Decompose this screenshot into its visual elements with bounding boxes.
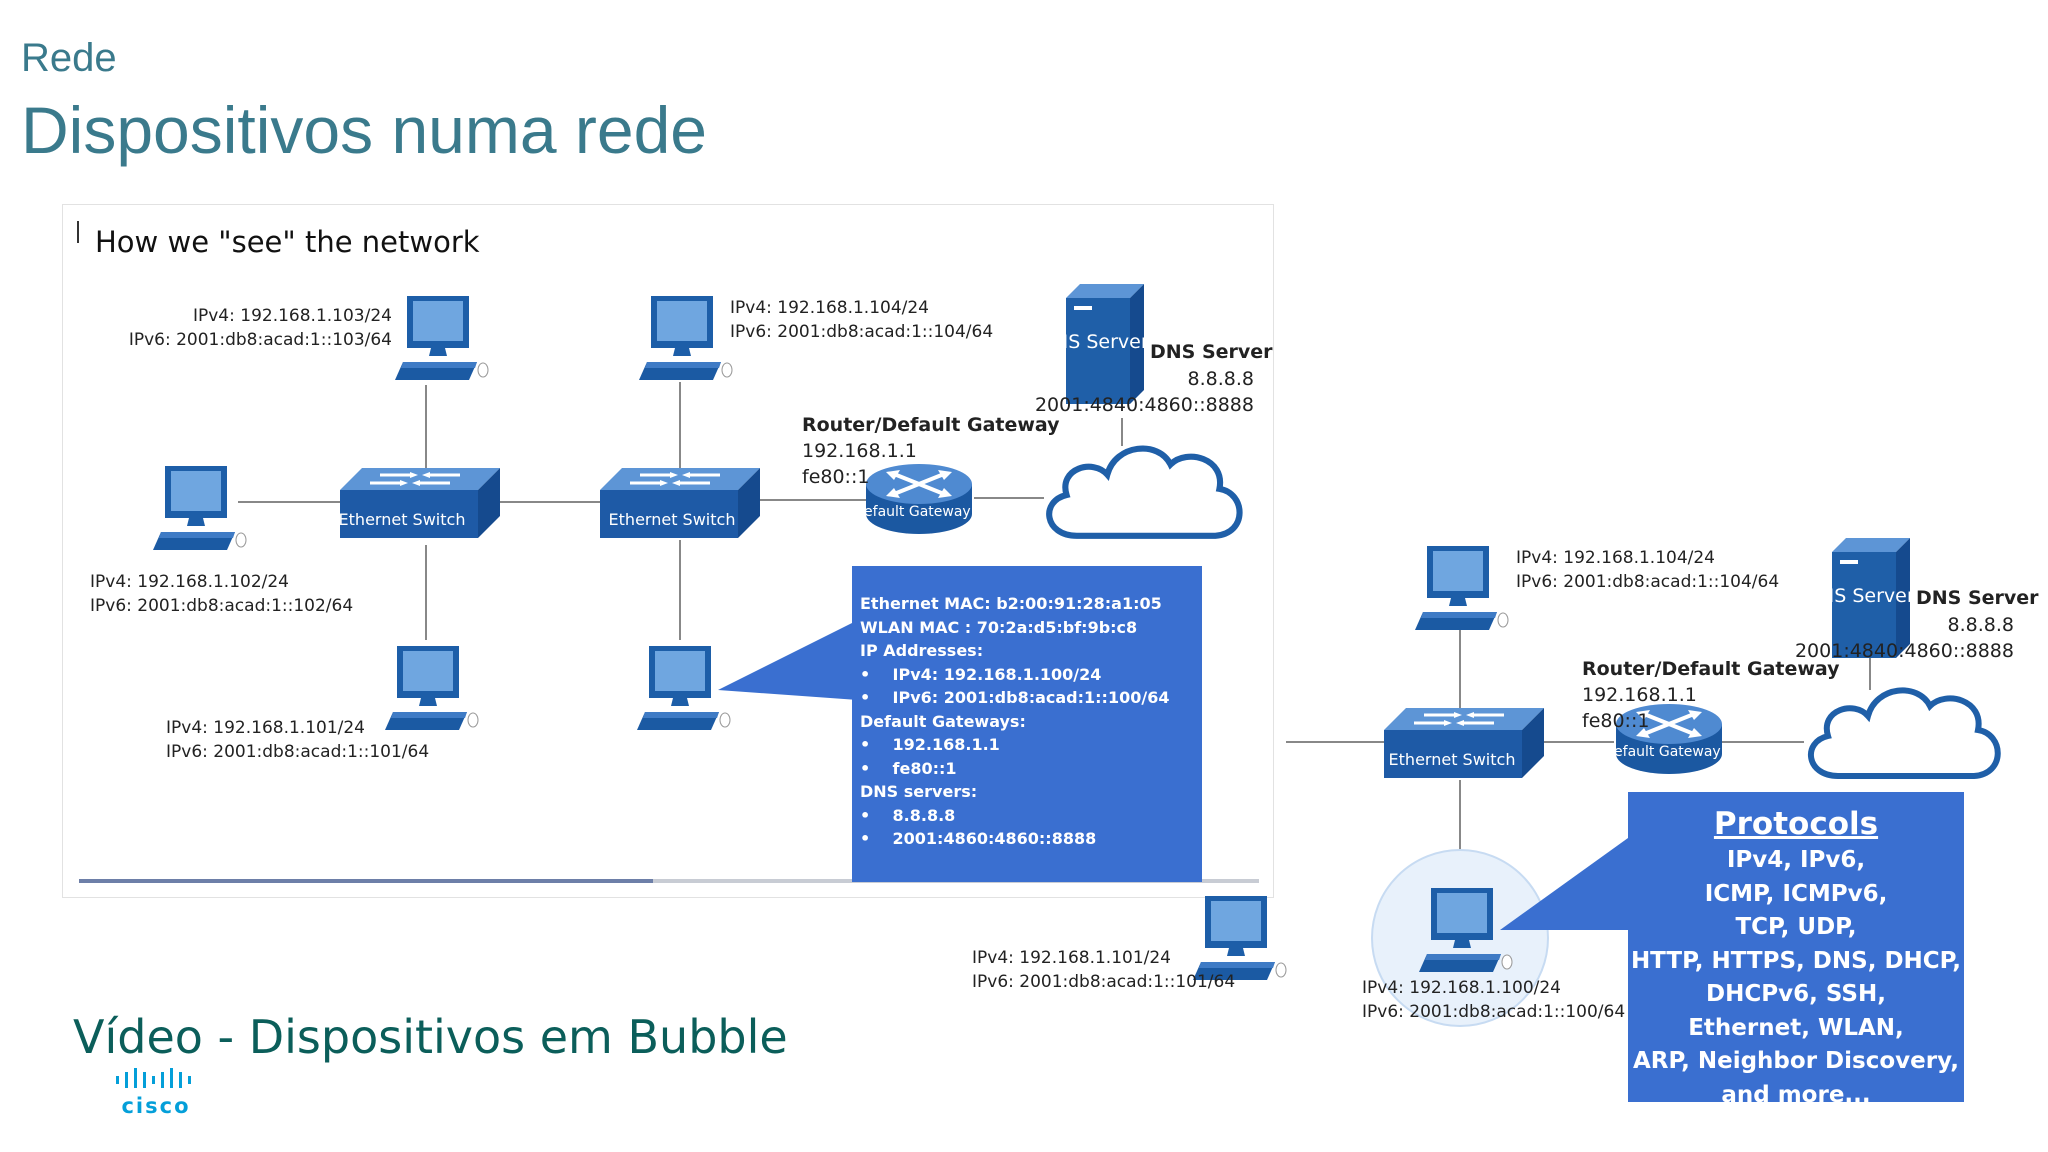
network-diagram-bubble: Ethernet Switch Default Gateway DNS Serv… [1192, 538, 2020, 1027]
protocol-line: Ethernet, WLAN, [1688, 1014, 1904, 1041]
ip-heading: IP Addresses: [860, 641, 984, 660]
dns-labels: 8.8.8.8 2001:4840:4860::8888 [1034, 368, 1254, 416]
cisco-bars-icon [116, 1068, 191, 1088]
pc-icon-104 [638, 295, 733, 381]
router-labels: Router/Default Gateway 192.168.1.1 fe80:… [802, 414, 1060, 488]
protocol-line: and more... [1721, 1081, 1871, 1103]
dns-item: • 2001:4860:4860::8888 [860, 829, 1097, 848]
caption-marker [77, 221, 79, 243]
pc-icon-100 [636, 645, 731, 731]
network-diagram-main: Ethernet Switch Ethernet Switch Default … [152, 284, 1270, 731]
host-102-labels: IPv4: 192.168.1.102/24 IPv6: 2001:db8:ac… [90, 572, 354, 616]
switch-label-left: Ethernet Switch [339, 510, 466, 529]
gw-heading: Default Gateways: [860, 711, 1026, 731]
ip-item: • IPv6: 2001:db8:acad:1::100/64 [860, 688, 1170, 707]
host-100-b-labels: IPv4: 192.168.1.100/24 IPv6: 2001:db8:ac… [1362, 978, 1626, 1022]
section-label: Rede [21, 36, 117, 80]
dns-title: DNS Server [1150, 341, 1273, 363]
host-103-labels: IPv4: 192.168.1.103/24 IPv6: 2001:db8:ac… [128, 306, 392, 350]
cisco-logo: cisco [113, 1066, 199, 1117]
progress-fill [79, 879, 653, 883]
protocols-heading: Protocols [1713, 806, 1879, 842]
protocol-line: ICMP, ICMPv6, [1704, 880, 1888, 907]
video-title: Vídeo - Dispositivos em Bubble [73, 1010, 788, 1064]
pc-icon-102 [152, 465, 247, 551]
wlan-mac: WLAN MAC : 70:2a:d5:bf:9b:c8 [860, 617, 1138, 637]
protocol-line: HTTP, HTTPS, DNS, DHCP, [1630, 947, 1962, 974]
dns-b-labels: 8.8.8.8 2001:4840:4860::8888 [1794, 614, 2014, 662]
pc-icon-104-b [1414, 545, 1509, 631]
cisco-wordmark: cisco [121, 1094, 191, 1118]
dns-heading: DNS servers: [860, 782, 978, 801]
dns-b-title: DNS Server [1916, 587, 2039, 609]
router-b-labels: Router/Default Gateway 192.168.1.1 fe80:… [1582, 658, 1840, 732]
host-101-b-labels: IPv4: 192.168.1.101/24 IPv6: 2001:db8:ac… [972, 948, 1236, 992]
host-info-box: Ethernet MAC: b2:00:91:28:a1:05 WLAN MAC… [852, 566, 1202, 882]
info-box-pointer [718, 620, 858, 700]
switch-label-right: Ethernet Switch [609, 510, 736, 529]
gw-item: • fe80::1 [860, 758, 957, 778]
host-104-labels: IPv4: 192.168.1.104/24 IPv6: 2001:db8:ac… [730, 298, 994, 342]
protocol-line: DHCPv6, SSH, [1706, 981, 1886, 1007]
ethernet-mac: Ethernet MAC: b2:00:91:28:a1:05 [860, 594, 1162, 613]
protocols-box: Protocols IPv4, IPv6, ICMP, ICMPv6, TCP,… [1628, 792, 1964, 1102]
protocol-line: IPv4, IPv6, [1726, 847, 1866, 873]
host-104-b-labels: IPv4: 192.168.1.104/24 IPv6: 2001:db8:ac… [1516, 548, 1780, 592]
protocol-line: ARP, Neighbor Discovery, [1632, 1048, 1960, 1074]
host-101-labels: IPv4: 192.168.1.101/24 IPv6: 2001:db8:ac… [166, 718, 430, 762]
dns-item: • 8.8.8.8 [860, 805, 956, 825]
page-title: Dispositivos numa rede [21, 93, 707, 167]
protocols-pointer [1500, 838, 1628, 930]
server-text: DNS Server [1039, 331, 1148, 353]
router-text-b: Default Gateway [1603, 744, 1720, 760]
screenshot-caption: How we "see" the network [95, 225, 480, 259]
ip-item: • IPv4: 192.168.1.100/24 [860, 664, 1102, 684]
progress-track [79, 879, 1259, 883]
switch-label-b: Ethernet Switch [1389, 750, 1516, 769]
server-text-b: DNS Server [1805, 585, 1914, 607]
pc-icon-103 [394, 295, 489, 381]
protocol-line: TCP, UDP, [1735, 914, 1857, 940]
gw-item: • 192.168.1.1 [860, 735, 1000, 754]
router-text: Default Gateway [853, 504, 970, 520]
